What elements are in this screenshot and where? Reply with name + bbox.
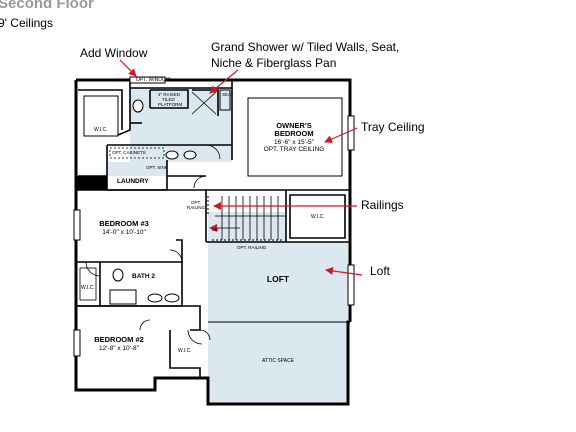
master-bath-shade (130, 88, 232, 162)
label-raised-platform-3: PLATFORM (158, 102, 182, 107)
callout-add-window: Add Window (80, 46, 148, 60)
label-opt-railing-2: RAILING (187, 205, 206, 210)
label-owner-3: 16'-6" x 15'-5" (274, 139, 315, 146)
shower-seat (219, 89, 231, 111)
loft-window (347, 264, 355, 306)
label-bed3-1: BEDROOM #3 (99, 219, 149, 228)
bath2-sink-2 (164, 293, 180, 303)
master-sink-1 (165, 150, 179, 160)
label-bath2: BATH 2 (132, 273, 155, 280)
arrow-add-window (119, 59, 137, 77)
label-opt-sink: OPT. SINK (146, 165, 168, 170)
label-owner-2: BEDROOM (274, 129, 313, 138)
bed2-window (73, 329, 81, 357)
bed3-closet-shelf (79, 267, 97, 301)
callout-grand-shower-line2: Niche & Fiberglass Pan (211, 56, 337, 70)
owner-window (347, 115, 355, 151)
bath2-sink-1 (147, 293, 163, 303)
label-attic: ATTIC SPACE (262, 358, 295, 364)
callout-arrows (119, 59, 363, 276)
label-laundry: LAUNDRY (117, 178, 149, 185)
bath2-tub (109, 289, 137, 305)
label-raised-platform-1: 4" RAISED (158, 92, 181, 97)
loft-shade (208, 242, 348, 322)
master-closet-shelf (83, 95, 119, 137)
stair-treads (215, 196, 285, 240)
laundry-appliance-block (77, 176, 107, 190)
label-dn: DN (212, 227, 219, 232)
callout-grand-shower-line1: Grand Shower w/ Tiled Walls, Seat, (211, 40, 400, 54)
tray-ceiling-outline (247, 97, 343, 177)
bed3-window (73, 209, 81, 241)
label-bed2-1: BEDROOM #2 (94, 335, 144, 344)
label-owner-4: OPT. TRAY CEILING (264, 146, 325, 153)
label-opt-cabinets: OPT. CABINETS (112, 150, 146, 155)
label-opt-window: OPT. WINDOW (136, 77, 171, 83)
master-sink-2 (183, 150, 197, 160)
attic-shade (208, 322, 348, 404)
label-loft: LOFT (267, 274, 290, 284)
stair-shade (208, 212, 286, 242)
label-wic-bed2: W.I.C. (178, 348, 192, 354)
label-wic-stair: W.I.C. (311, 214, 325, 220)
ceiling-note: 9' Ceilings (0, 16, 53, 30)
label-opt-railing-1: OPT. (191, 200, 201, 205)
label-wic-bed3: W.I.C. (81, 285, 95, 291)
callout-tray-ceiling: Tray Ceiling (361, 120, 425, 134)
shower-x (191, 91, 217, 115)
callout-loft: Loft (370, 264, 391, 278)
label-wic-master: W.I.C. (94, 127, 108, 133)
opt-window-mark (129, 76, 166, 84)
master-toilet (132, 99, 144, 113)
label-seat: SEAT (222, 92, 234, 97)
callout-railings: Railings (361, 198, 404, 212)
floor-title: Second Floor (0, 0, 94, 12)
label-opt-railing-bottom: OPT. RAILING (237, 245, 267, 250)
arrow-grand-shower (209, 69, 239, 94)
label-owner-1: OWNER'S (276, 121, 312, 130)
laundry-counter-shade (107, 162, 167, 176)
door-swings (85, 144, 221, 345)
label-bed3-2: 14'-0" x 10'-10" (102, 229, 146, 236)
arrow-loft (325, 267, 363, 276)
label-raised-platform-2: TILED (162, 97, 176, 102)
bath2-toilet (112, 268, 124, 282)
arrow-tray-ceiling (324, 127, 358, 143)
label-bed2-2: 12'-8" x 10'-8" (99, 345, 140, 352)
